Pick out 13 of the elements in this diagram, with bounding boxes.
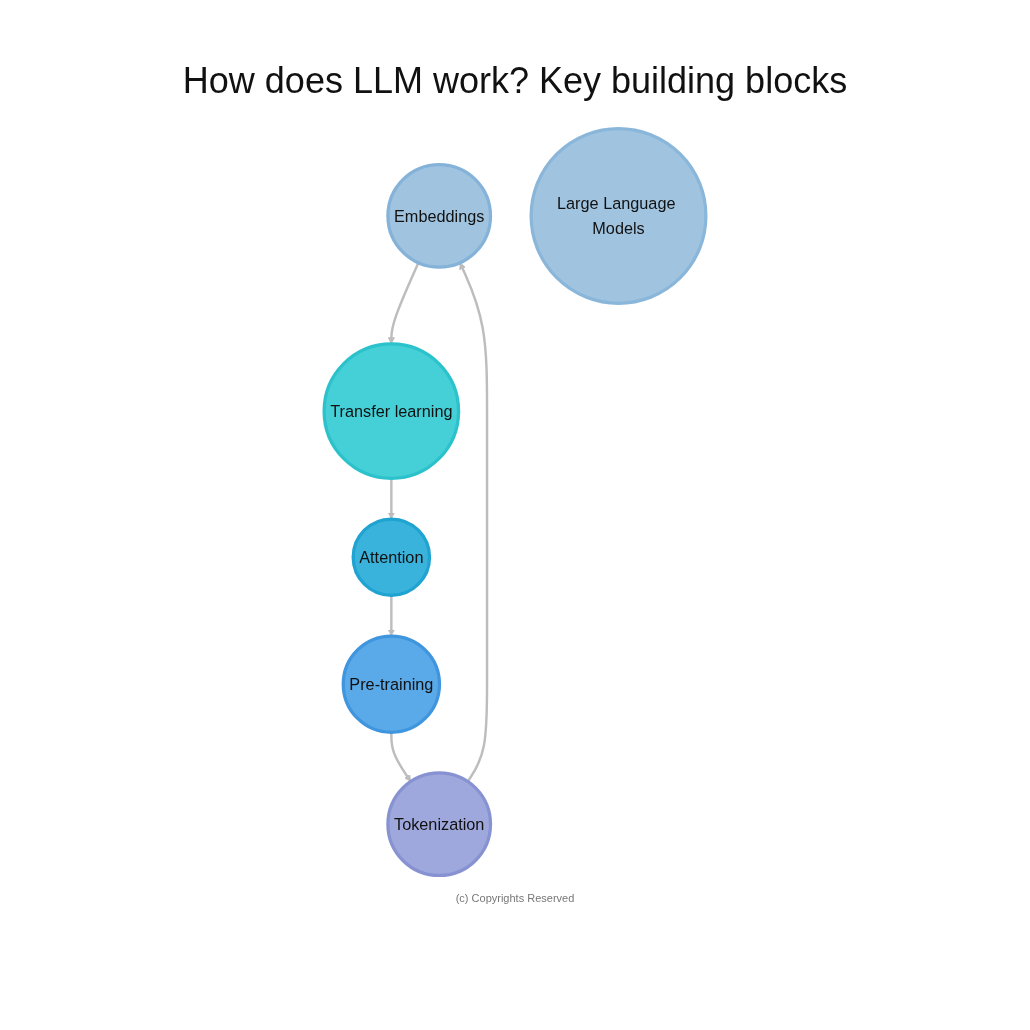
copyright-note: (c) Copyrights Reserved <box>455 892 575 904</box>
arrow <box>390 732 412 782</box>
node-circle: Embeddings <box>386 162 493 269</box>
node-circle: Tokenization <box>386 771 493 878</box>
node-circle: Pre-training <box>341 634 442 734</box>
arrow <box>387 262 420 345</box>
node-circle: Large Language Models <box>529 126 708 305</box>
arrow <box>387 478 395 520</box>
arrow <box>459 262 489 783</box>
node-circle: Transfer learning <box>322 342 461 481</box>
diagram-title: How does LLM work? Key building blocks <box>182 60 848 102</box>
arrow <box>387 595 395 637</box>
node-circle: Attention <box>351 517 432 598</box>
